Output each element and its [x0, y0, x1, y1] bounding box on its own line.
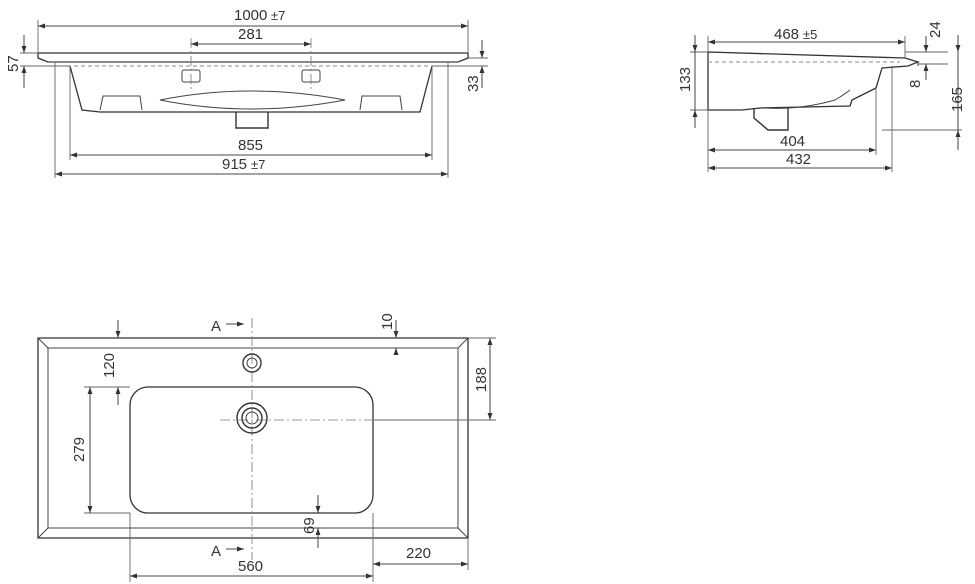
dim-edge-offset: 10	[379, 313, 396, 330]
section-marker-top: A	[211, 318, 221, 335]
dim-side-bowl-depth: 404	[780, 133, 805, 150]
dim-base-width-tol: ±7	[251, 157, 265, 172]
dim-bowl-width: 560	[238, 558, 263, 575]
front-bowl-curve	[159, 90, 346, 110]
dim-overall-width-tol: ±7	[271, 8, 285, 23]
dim-center-offset: 188	[473, 367, 490, 392]
dim-top-thickness: 57	[5, 55, 22, 72]
dim-inner-width: 855	[238, 137, 263, 154]
side-drain	[753, 108, 789, 131]
front-drain	[235, 112, 269, 129]
dim-depth: 468	[774, 26, 799, 43]
dim-drain-offset: 69	[301, 517, 318, 534]
front-overflow-right	[359, 95, 403, 111]
dim-plan-bowl-depth: 279	[71, 437, 88, 462]
side-bowl-curve	[764, 89, 851, 109]
dim-total-height: 165	[949, 87, 966, 112]
front-view: 1000 ±7 281 57 33 855 915 ±7	[5, 7, 488, 178]
plan-view: A A 10 188 120 279 69 560	[37, 313, 496, 582]
dim-rim-offset: 33	[465, 75, 482, 92]
plan-drain	[236, 402, 268, 434]
dim-side-margin: 220	[406, 545, 431, 562]
dim-tap-spacing: 281	[238, 26, 263, 43]
plan-bowl	[129, 386, 374, 514]
dim-depth-tol: ±5	[803, 27, 817, 42]
plan-tap-hole	[242, 353, 262, 373]
front-countertop	[37, 52, 469, 63]
front-tap-hole-right	[301, 38, 321, 90]
dim-body-height: 133	[677, 67, 694, 92]
dim-edge-height: 8	[907, 80, 924, 88]
front-tap-hole-left	[181, 38, 201, 90]
dim-top-height: 24	[927, 21, 944, 38]
front-overflow-left	[99, 95, 143, 111]
dim-base-depth: 432	[786, 151, 811, 168]
dim-tap-distance: 120	[101, 353, 118, 378]
section-marker-bottom: A	[211, 543, 221, 560]
side-view: 468 ±5 24 8 165 133 404 432	[677, 21, 966, 172]
dim-overall-width: 1000	[234, 7, 267, 24]
dim-base-width: 915	[222, 156, 247, 173]
front-bowl-body	[69, 65, 433, 113]
side-body	[707, 51, 920, 111]
